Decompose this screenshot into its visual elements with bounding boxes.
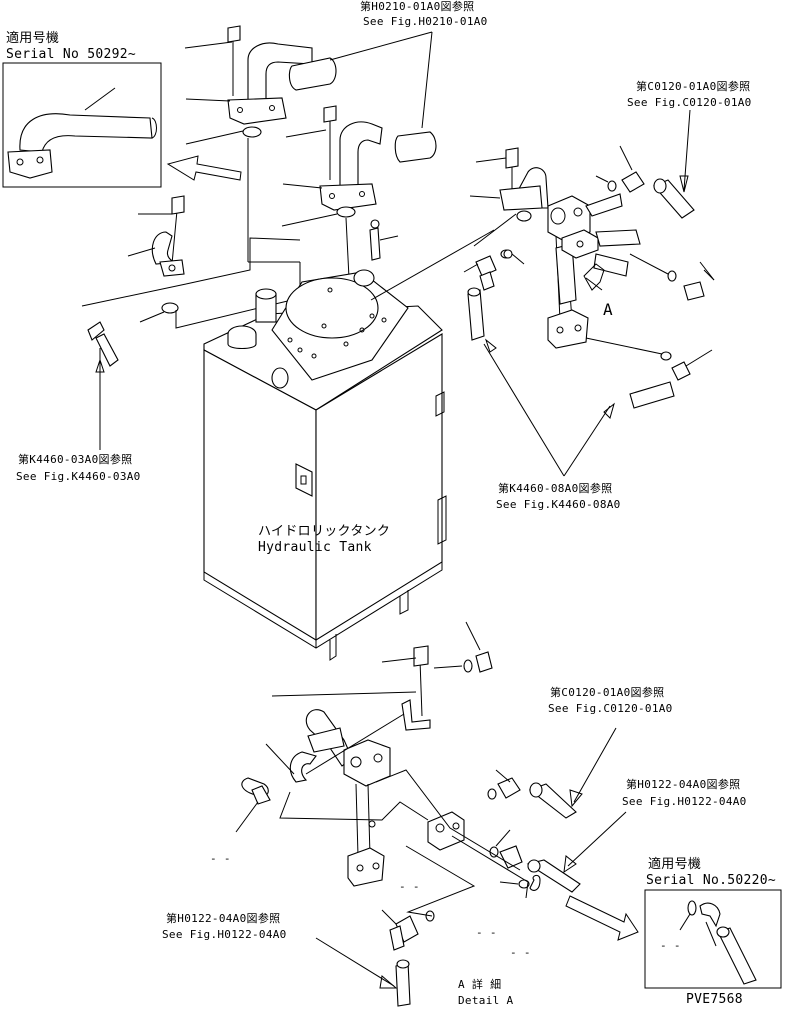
right-block-assembly [463,109,715,477]
arrow-to-inset-bottom [565,895,639,941]
dash-mark: - - [399,880,420,893]
ref-k4460-08-en: See Fig.K4460-08A0 [496,498,621,511]
ref-h0210-en: See Fig.H0210-01A0 [363,15,488,28]
gasket-left [161,302,179,314]
dash-mark: - - [660,939,681,952]
dash-mark: - - [510,946,531,959]
gasket-2 [336,206,356,218]
ref-c0120-bottom-en: See Fig.C0120-01A0 [548,702,673,715]
tank-label-en: Hydraulic Tank [258,540,372,555]
serial-label-jp-bottom-right: 適用号機 [648,857,702,872]
ref-h0210-jp: 第H0210-01A0図参照 [360,0,475,13]
serial-label-en-bottom-right: Serial No.50220~ [646,873,777,888]
elbow-left [127,195,185,277]
ref-k4460-08-jp: 第K4460-08A0図参照 [498,482,613,495]
view-arrow-a [583,263,605,291]
drawing-number: PVE7568 [686,992,743,1007]
serial-inset-top-left [2,62,162,188]
ref-k4460-03-en: See Fig.K4460-03A0 [16,470,141,483]
view-a-label: A [603,300,613,319]
tank-label-jp: ハイドロリックタンク [258,524,391,539]
elbow-pipe-2 [282,105,383,211]
serial-label-en-top-left: Serial No 50292~ [6,47,137,62]
ref-c0120-top-jp: 第C0120-01A0図参照 [636,80,751,93]
ref-h0122-right-en: See Fig.H0122-04A0 [622,795,747,808]
detail-a-en: Detail A [458,994,514,1007]
ref-h0122-left-jp: 第H0122-04A0図参照 [166,912,281,925]
dash-mark: - - [476,926,497,939]
elbow-pipe-1 [185,25,313,125]
detail-a-jp: A 詳 細 [458,978,502,991]
hydraulic-tank [203,269,447,661]
detail-a-assembly [235,621,639,1007]
hose-fitting-left [87,321,105,341]
ref-c0120-bottom-jp: 第C0120-01A0図参照 [550,686,665,699]
gasket-1 [242,126,262,138]
dash-mark: - - [210,852,231,865]
ref-k4460-03-jp: 第K4460-03A0図参照 [18,453,133,466]
ref-h0122-left-en: See Fig.H0122-04A0 [162,928,287,941]
hose-end-1 [288,57,337,91]
ref-c0120-top-en: See Fig.C0120-01A0 [627,96,752,109]
breather [369,219,399,261]
serial-inset-bottom-right [644,889,782,989]
ref-h0122-right-jp: 第H0122-04A0図参照 [626,778,741,791]
serial-label-jp-top-left: 適用号機 [6,31,60,46]
hose-end-2 [394,131,437,163]
arrow-to-inset [166,155,242,181]
